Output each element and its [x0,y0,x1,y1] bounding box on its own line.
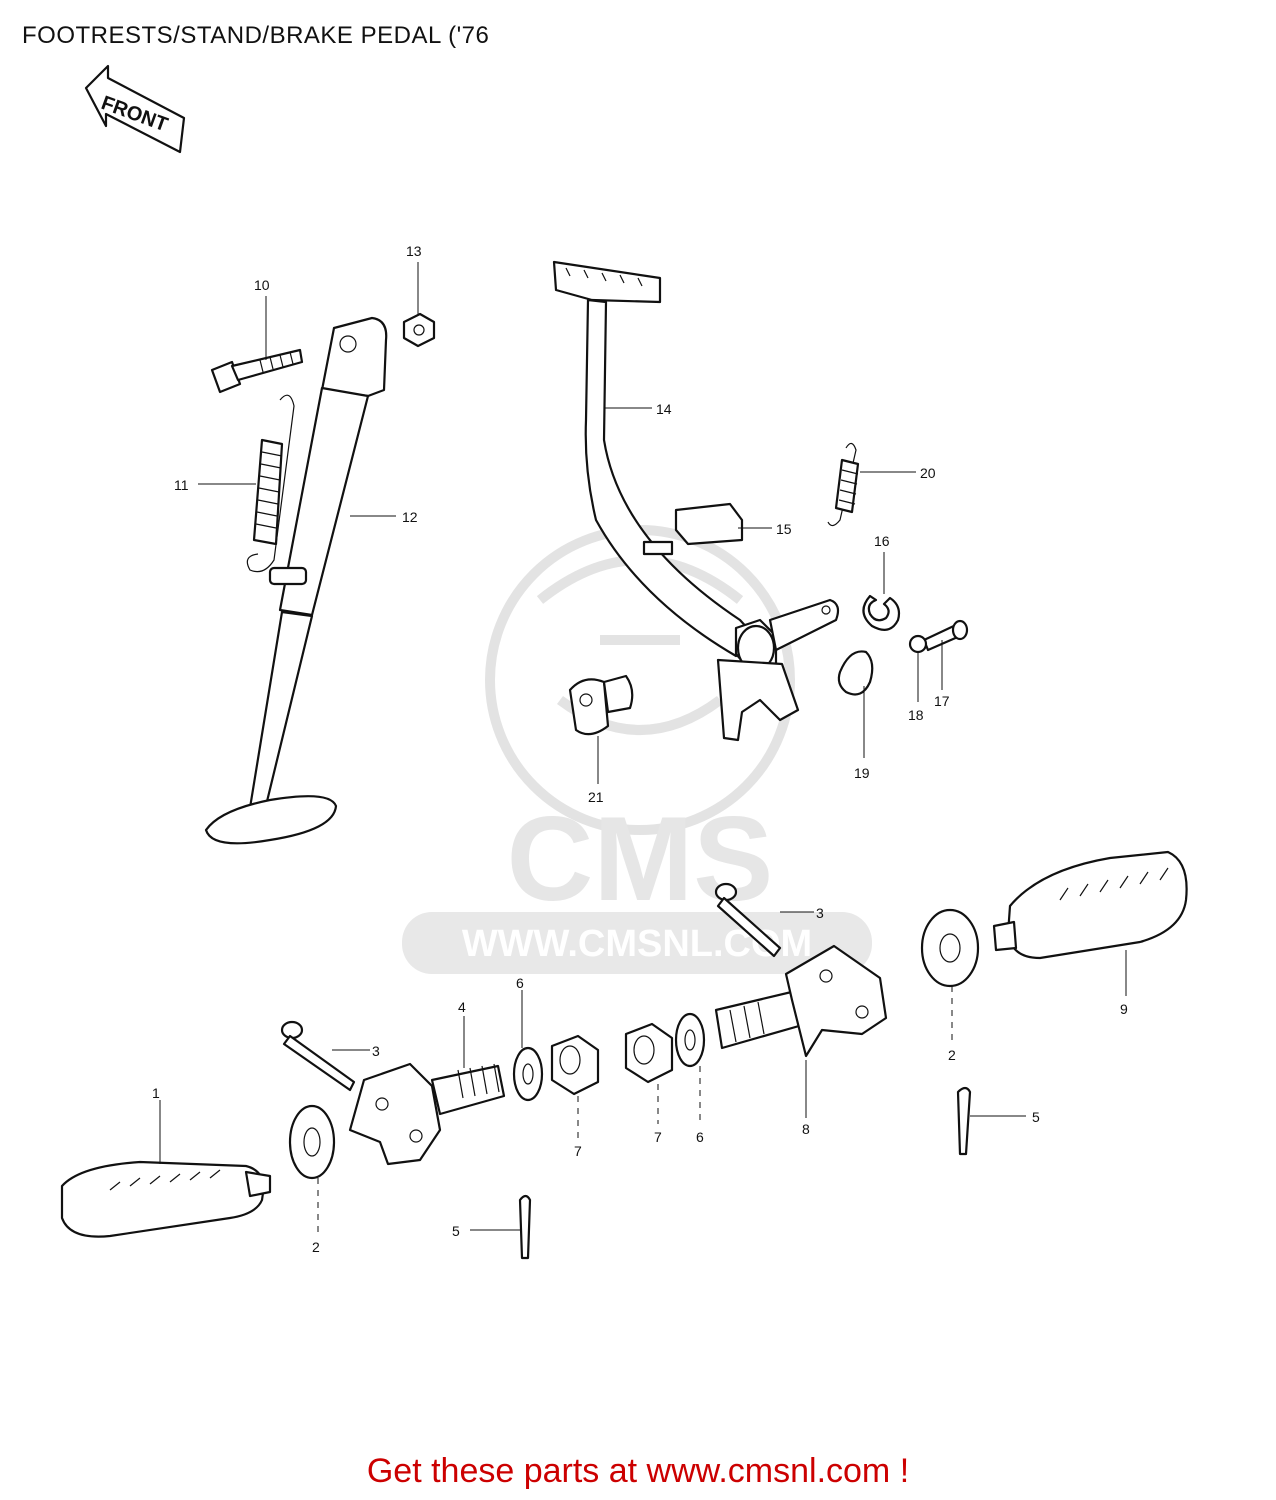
callout-20: 20 [920,465,936,481]
callout-1: 1 [152,1085,160,1101]
plate-19 [837,650,874,696]
washer-18 [908,634,928,654]
callout-9: 9 [1120,1001,1128,1017]
callout-4: 4 [458,999,466,1015]
pin-3-right [714,882,782,958]
footrest-bracket-right [714,944,888,1058]
callout-numbers: 1 2 2 2 3 3 4 5 5 6 6 7 7 8 9 10 11 12 1… [152,243,1128,1255]
callout-12: 12 [402,509,418,525]
washer-6-right [674,1012,706,1068]
cotter-pin-5-left [518,1194,532,1260]
side-stand [204,316,388,845]
callout-15: 15 [776,521,792,537]
spring-11 [246,394,295,573]
footrest-bracket-left [348,1062,506,1166]
washer-6-left [512,1046,544,1102]
cotter-pin-5-right [956,1086,972,1156]
callout-10: 10 [254,277,270,293]
page-title: FOOTRESTS/STAND/BRAKE PEDAL ('76 [22,22,490,49]
bolt-17 [922,619,969,652]
footer-parts-link[interactable]: Get these parts at www.cmsnl.com ! [366,1452,910,1490]
pedal-rubber [674,502,744,546]
callout-8: 8 [802,1121,810,1137]
callout-17: 17 [934,693,950,709]
circlip-16 [862,594,901,631]
callout-19: 19 [854,765,870,781]
callout-16: 16 [874,533,890,549]
nut-13 [402,312,436,348]
nut-7-right [624,1022,674,1084]
pivot-bushing-21 [568,674,634,736]
callout-2b: 2 [948,1047,956,1063]
callout-11: 11 [174,477,189,493]
callout-7a: 7 [574,1143,582,1159]
pin-3-left [280,1020,356,1092]
spring-20 [827,442,860,527]
bolt-10 [210,348,304,394]
callout-14: 14 [656,401,672,417]
callout-7b: 7 [654,1129,662,1145]
nut-7-left [550,1034,600,1096]
footrest-rubber-right [992,850,1188,960]
callout-5a: 5 [452,1223,460,1239]
callout-13: 13 [406,243,422,259]
washer-2-right [920,908,980,988]
washer-2-left [288,1104,336,1180]
callout-6b: 6 [696,1129,704,1145]
callout-21: 21 [588,789,604,805]
footrest-rubber-left [60,1160,272,1238]
front-arrow: FRONT [84,64,186,154]
watermark: CMS WWW.CMSNL.COM [402,525,872,974]
leader-lines [159,262,1127,1234]
callout-3b: 3 [816,905,824,921]
callout-5b: 5 [1032,1109,1040,1125]
callout-3a: 3 [372,1043,380,1059]
brake-pedal [552,260,840,742]
callout-2a: 2 [312,1239,320,1255]
callout-18: 18 [908,707,924,723]
callout-6a: 6 [516,975,524,991]
